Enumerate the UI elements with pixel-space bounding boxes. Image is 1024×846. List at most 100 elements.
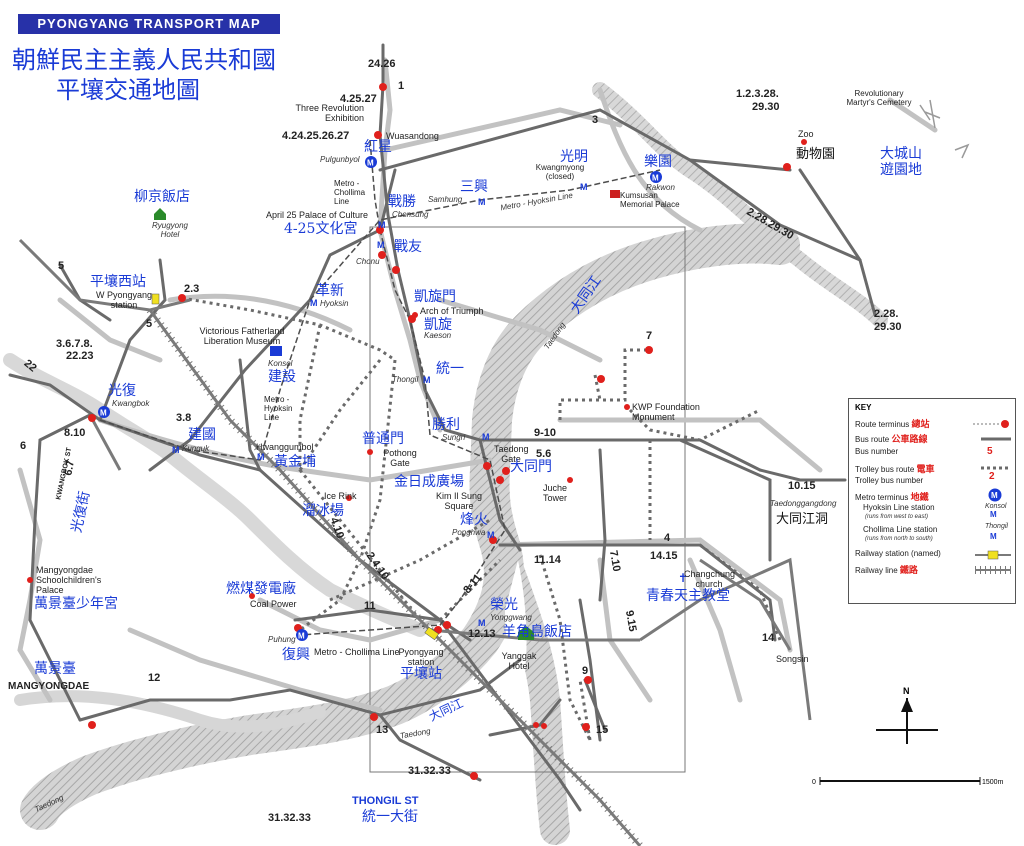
- route-label: 4.24.25.26.27: [282, 130, 350, 142]
- place-yanggak: Yanggak Hotel: [501, 651, 537, 671]
- place-zoo: Zoo: [798, 129, 814, 139]
- metro-lines: [99, 139, 661, 636]
- metro-small-stations: M M M M M M M M M M M M: [172, 182, 588, 628]
- terminus-dot: [470, 772, 478, 780]
- svg-text:M: M: [172, 445, 180, 455]
- legend-hyoksin-station: Hyoksin Line station: [863, 503, 935, 512]
- legend-trolley-number-sample: 2: [989, 471, 995, 482]
- place-wpy-cn: 平壤西站: [90, 274, 146, 290]
- place-chonu: Chonu: [356, 257, 380, 266]
- place-thongil: Thongil: [392, 375, 419, 384]
- place-martyrs: Revolutionary Martyr's Cemetery: [846, 89, 912, 107]
- place-changchung: Changchung church: [684, 569, 736, 589]
- terminus-dot: [346, 495, 352, 501]
- place-shengli-cn: 勝利: [432, 417, 460, 433]
- legend-trolley-number-label: Trolley bus number: [855, 476, 924, 485]
- place-fuxing-cn: 復興: [282, 647, 310, 663]
- place-pystation: Pyongyang station: [398, 647, 444, 667]
- scale-start: 0: [812, 779, 816, 786]
- place-kunguk-cn: 建國: [188, 427, 216, 443]
- legend-railway-station: Railway station (named): [855, 549, 941, 558]
- legend-thongil: Thongil: [985, 523, 1008, 530]
- legend-bus-number-label: Bus number: [855, 447, 899, 456]
- legend-bus-number: Bus number: [855, 447, 898, 456]
- place-thongil-st-cn: 統一大街: [362, 809, 418, 825]
- svg-text:M: M: [478, 618, 486, 628]
- terminus-dot: [379, 83, 387, 91]
- place-ryugyong: Ryugyong Hotel: [151, 221, 189, 239]
- route-label: 9: [582, 665, 589, 677]
- legend-metro-cn: 地鐵: [910, 493, 929, 503]
- legend-railway-line-symbol: [975, 566, 1011, 574]
- terminus-dot: [370, 713, 378, 721]
- terminus-dot: [496, 476, 504, 484]
- route-label: 4.25.27: [340, 93, 377, 105]
- route-label: 13: [376, 724, 389, 736]
- place-wuasandong: Wuasandong: [386, 131, 439, 141]
- route-label: 8.10: [64, 427, 86, 439]
- legend-terminus: Route terminus 總站: [855, 417, 930, 430]
- route-label: 31.32.33: [268, 812, 311, 824]
- hill-hachures: [919, 99, 970, 159]
- potong-upper: [3, 353, 427, 637]
- place-kwangmyong: Kwangmyong (closed): [535, 163, 585, 181]
- place-hjp-cn: 黃金埔: [274, 454, 316, 470]
- terminus-dot: [533, 722, 539, 728]
- legend-bus-route-label: Bus route: [855, 435, 890, 444]
- route-label: 11.14: [534, 554, 561, 566]
- svg-text:M: M: [487, 530, 495, 540]
- route-label: 29.30: [874, 321, 902, 333]
- legend-terminus-symbol: [973, 420, 1009, 428]
- legend-trolley-cn: 電車: [916, 465, 935, 475]
- place-ponghwa: Ponghwa: [452, 528, 486, 537]
- legend-konsol: Konsol: [985, 503, 1007, 510]
- route-label: 14: [762, 632, 775, 644]
- legend-trolley-symbol: [981, 466, 1011, 470]
- route-label: 15: [596, 724, 609, 736]
- place-kimilsung-cn: 金日成廣場: [394, 474, 464, 490]
- place-taedong-gate: Taedong Gate: [494, 444, 529, 464]
- place-pulgunbyol: Pulgunbyol: [320, 155, 360, 164]
- terminus-dot: [503, 467, 509, 473]
- place-putongmen-cn: 普通門: [362, 431, 404, 447]
- place-kwangbok: Kwangbok: [112, 399, 150, 408]
- downtown-frame: [369, 226, 686, 773]
- place-daesongsan-cn1: 大城山: [880, 146, 922, 162]
- north-arrow: N: [876, 686, 938, 744]
- route-label: 9-10: [534, 427, 557, 439]
- legend-railway-station-symbol: [975, 550, 1011, 560]
- metro-icon: M: [650, 171, 662, 183]
- place-konsol: Konsol: [268, 359, 293, 368]
- route-label: 1: [398, 80, 405, 92]
- terminus-dot: [645, 346, 653, 354]
- terminus-dot: [597, 375, 605, 383]
- route-label: 6: [20, 440, 27, 452]
- scale-bar: 0 1500m: [812, 777, 1004, 786]
- terminus-dot: [249, 593, 255, 599]
- legend-bus-route-cn: 公車路線: [891, 435, 928, 445]
- terminus-dot: [783, 163, 791, 171]
- terminus-dot: [392, 266, 400, 274]
- place-liubing-cn: 溜冰場: [302, 503, 344, 519]
- route-label: 14.15: [650, 550, 678, 562]
- place-songsin: Songsin: [776, 654, 809, 664]
- place-gexin-cn: 革新: [316, 283, 344, 299]
- legend-trolley-route: Trolley bus route 電車: [855, 462, 935, 475]
- place-kimilsung: Kim Il Sung Square: [435, 491, 483, 511]
- route-label: 31.32.33: [408, 765, 451, 777]
- terminus-dot: [624, 404, 630, 410]
- terminus-dot: [374, 131, 382, 139]
- northeast-creek: [592, 82, 888, 328]
- terminus-dot: [27, 577, 33, 583]
- terminus-dot: [367, 449, 373, 455]
- route-label: 5.6: [536, 448, 552, 460]
- place-puhung: Puhung: [268, 635, 296, 644]
- terminus-dot: [443, 621, 451, 629]
- place-sungri: Sungri: [442, 433, 466, 442]
- legend-hyoksin-icon: M: [990, 510, 997, 519]
- place-qingchun-cn: 青春天主教堂: [646, 588, 730, 604]
- place-wpy: W Pyongyang station: [95, 290, 153, 310]
- legend-railway-cn: 鐵路: [899, 566, 918, 576]
- legend-railway-line-label: Railway line: [855, 566, 898, 575]
- metro-icon: M: [98, 406, 110, 418]
